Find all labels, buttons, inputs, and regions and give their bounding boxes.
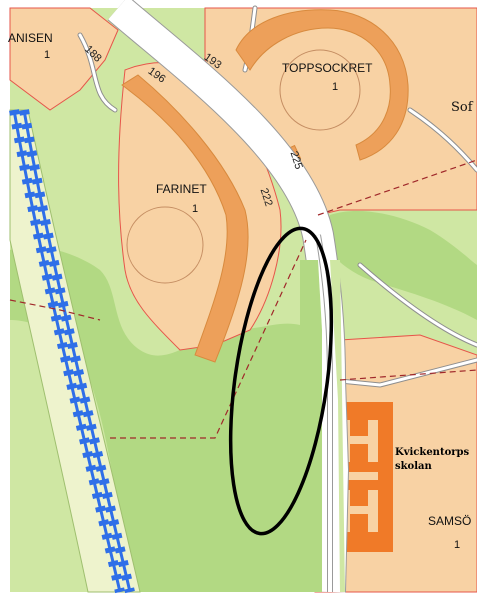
forest-area: [10, 246, 330, 593]
dashed-boundaries: [9, 159, 477, 439]
road-narrow-overlay: [318, 260, 345, 592]
highlight-ellipse-marker[interactable]: [214, 222, 348, 540]
label-anisen-number: 1: [44, 49, 51, 61]
label-farinet-number: 1: [192, 203, 199, 215]
forest-area-north: [322, 210, 477, 320]
label-farinet: FARINET: [156, 182, 207, 196]
label-samso: SAMSÖ: [428, 514, 472, 528]
label-toppsockret-number: 1: [332, 81, 339, 93]
label-samso-number: 1: [454, 539, 461, 551]
circle-outline-toppsockret: [279, 49, 361, 131]
railway-track: [9, 109, 135, 594]
label-toppsockret: TOPPSOCKRET: [282, 61, 373, 75]
label-school-line-1: Kvickentorps: [395, 447, 470, 458]
road-narrow-overlay-west: [300, 260, 322, 592]
circle-outline-farinet: [126, 206, 204, 284]
label-anisen: ANISEN: [8, 31, 53, 45]
building-farinet-bar: [121, 74, 249, 363]
building-toppsockret-arc: [235, 9, 409, 161]
label-school-line-2: skolan: [395, 461, 432, 472]
label-sof-partial: Sof: [451, 100, 473, 115]
footpaths-inner: [78, 6, 477, 387]
